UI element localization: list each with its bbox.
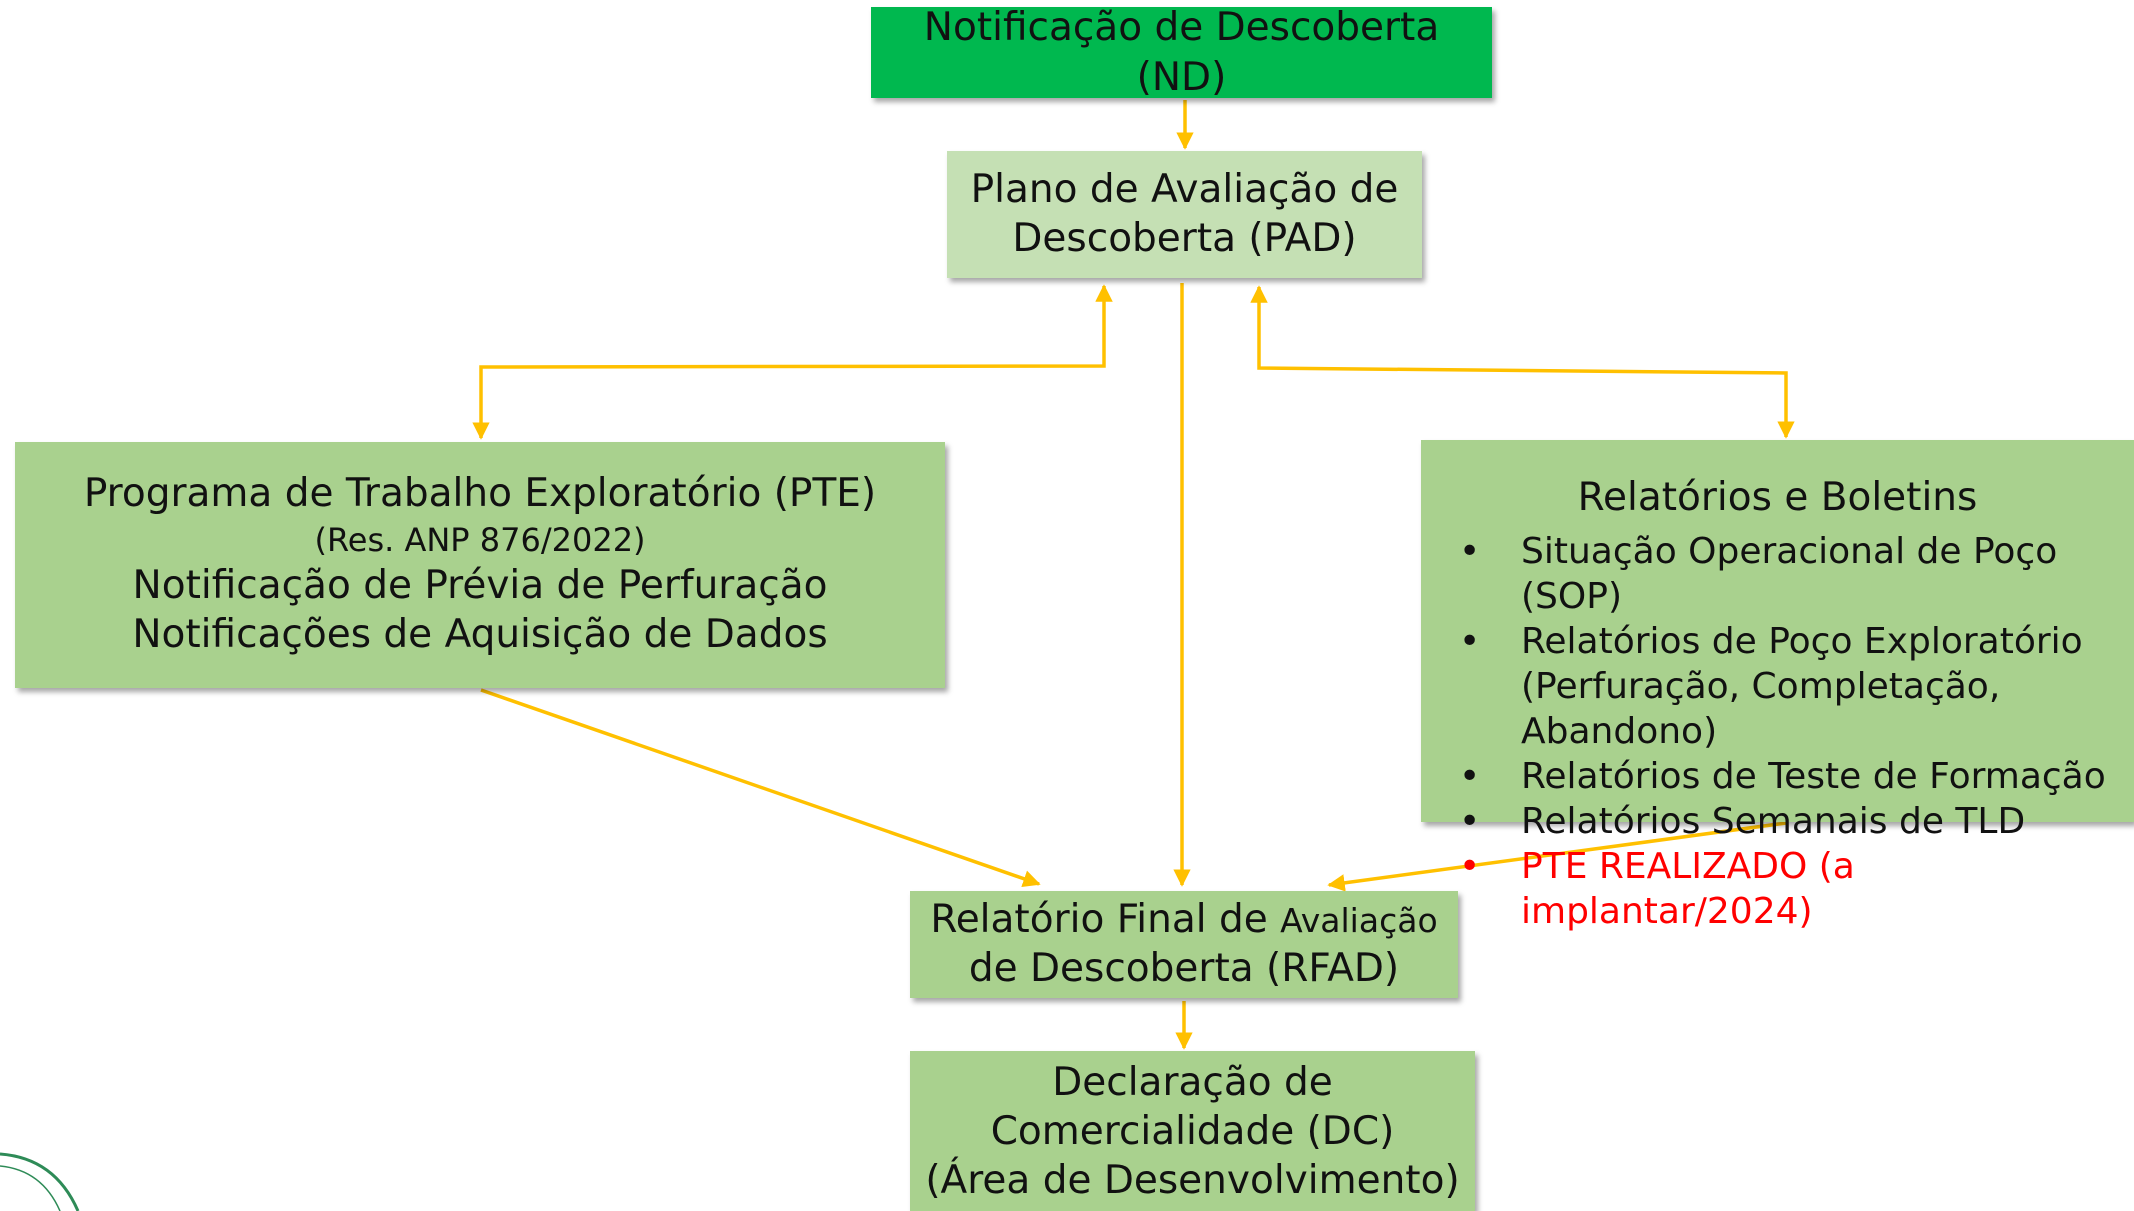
nd-line-2: (ND) [1136, 54, 1227, 100]
list-item: •Relatórios de Teste de Formação [1459, 755, 2106, 797]
list-item-continuation: (Perfuração, Completação, Abandono) [1521, 665, 2001, 752]
pte-line-1: Notificação de Prévia de Perfuração [132, 563, 828, 609]
bullet-icon: • [1459, 845, 1481, 887]
dc-box: Declaração de Comercialidade (DC) (Área … [910, 1051, 1475, 1211]
pte-box: Programa de Trabalho Exploratório (PTE) … [15, 442, 945, 688]
bullet-icon: • [1459, 530, 1481, 572]
relatorios-title: Relatórios e Boletins [1577, 475, 1978, 520]
rfad-line-1: Relatório Final de Avaliação [930, 896, 1438, 942]
arrow-pad-relatorios-bidirectional [1250, 285, 1795, 439]
bullet-icon: • [1459, 755, 1481, 797]
arrow-relatorios-to-rfad [1327, 821, 1787, 892]
pte-line-2: Notificações de Aquisição de Dados [132, 611, 828, 657]
nd-box: Notificação de Descoberta (ND) [871, 5, 1492, 100]
bullet-icon: • [1459, 620, 1481, 662]
nd-line-1: Notificação de Descoberta [923, 4, 1440, 50]
arrow-pad-pte-bidirectional [472, 284, 1113, 440]
rfad-line-2: de Descoberta (RFAD) [968, 945, 1400, 991]
bullet-icon: • [1459, 800, 1481, 842]
list-item: •Situação Operacional de Poço (SOP) [1459, 530, 2058, 617]
dc-line-1: Declaração de [1052, 1060, 1333, 1105]
relatorios-list: •Situação Operacional de Poço (SOP) •Rel… [1421, 529, 2134, 934]
pad-box: Plano de Avaliação de Descoberta (PAD) [947, 151, 1422, 278]
arrow-pte-to-rfad [480, 688, 1041, 888]
list-item: •Relatórios Semanais de TLD [1459, 800, 2026, 842]
pte-subtitle: (Res. ANP 876/2022) [314, 521, 646, 560]
dc-line-2: Comercialidade (DC) [990, 1108, 1395, 1154]
relatorios-box: Relatórios e Boletins •Situação Operacio… [1421, 440, 2134, 932]
pte-title: Programa de Trabalho Exploratório (PTE) [83, 471, 877, 517]
logo-arc-icon [0, 1152, 80, 1211]
rfad-box: Relatório Final de Avaliação de Descober… [910, 891, 1458, 998]
pad-line-1: Plano de Avaliação de [970, 166, 1399, 212]
list-item-highlight: •PTE REALIZADO (a implantar/2024) [1459, 845, 1855, 932]
list-item: •Relatórios de Poço Exploratório [1459, 620, 2083, 662]
pad-line-2: Descoberta (PAD) [1012, 215, 1357, 261]
dc-line-3: (Área de Desenvolvimento) [925, 1157, 1460, 1203]
